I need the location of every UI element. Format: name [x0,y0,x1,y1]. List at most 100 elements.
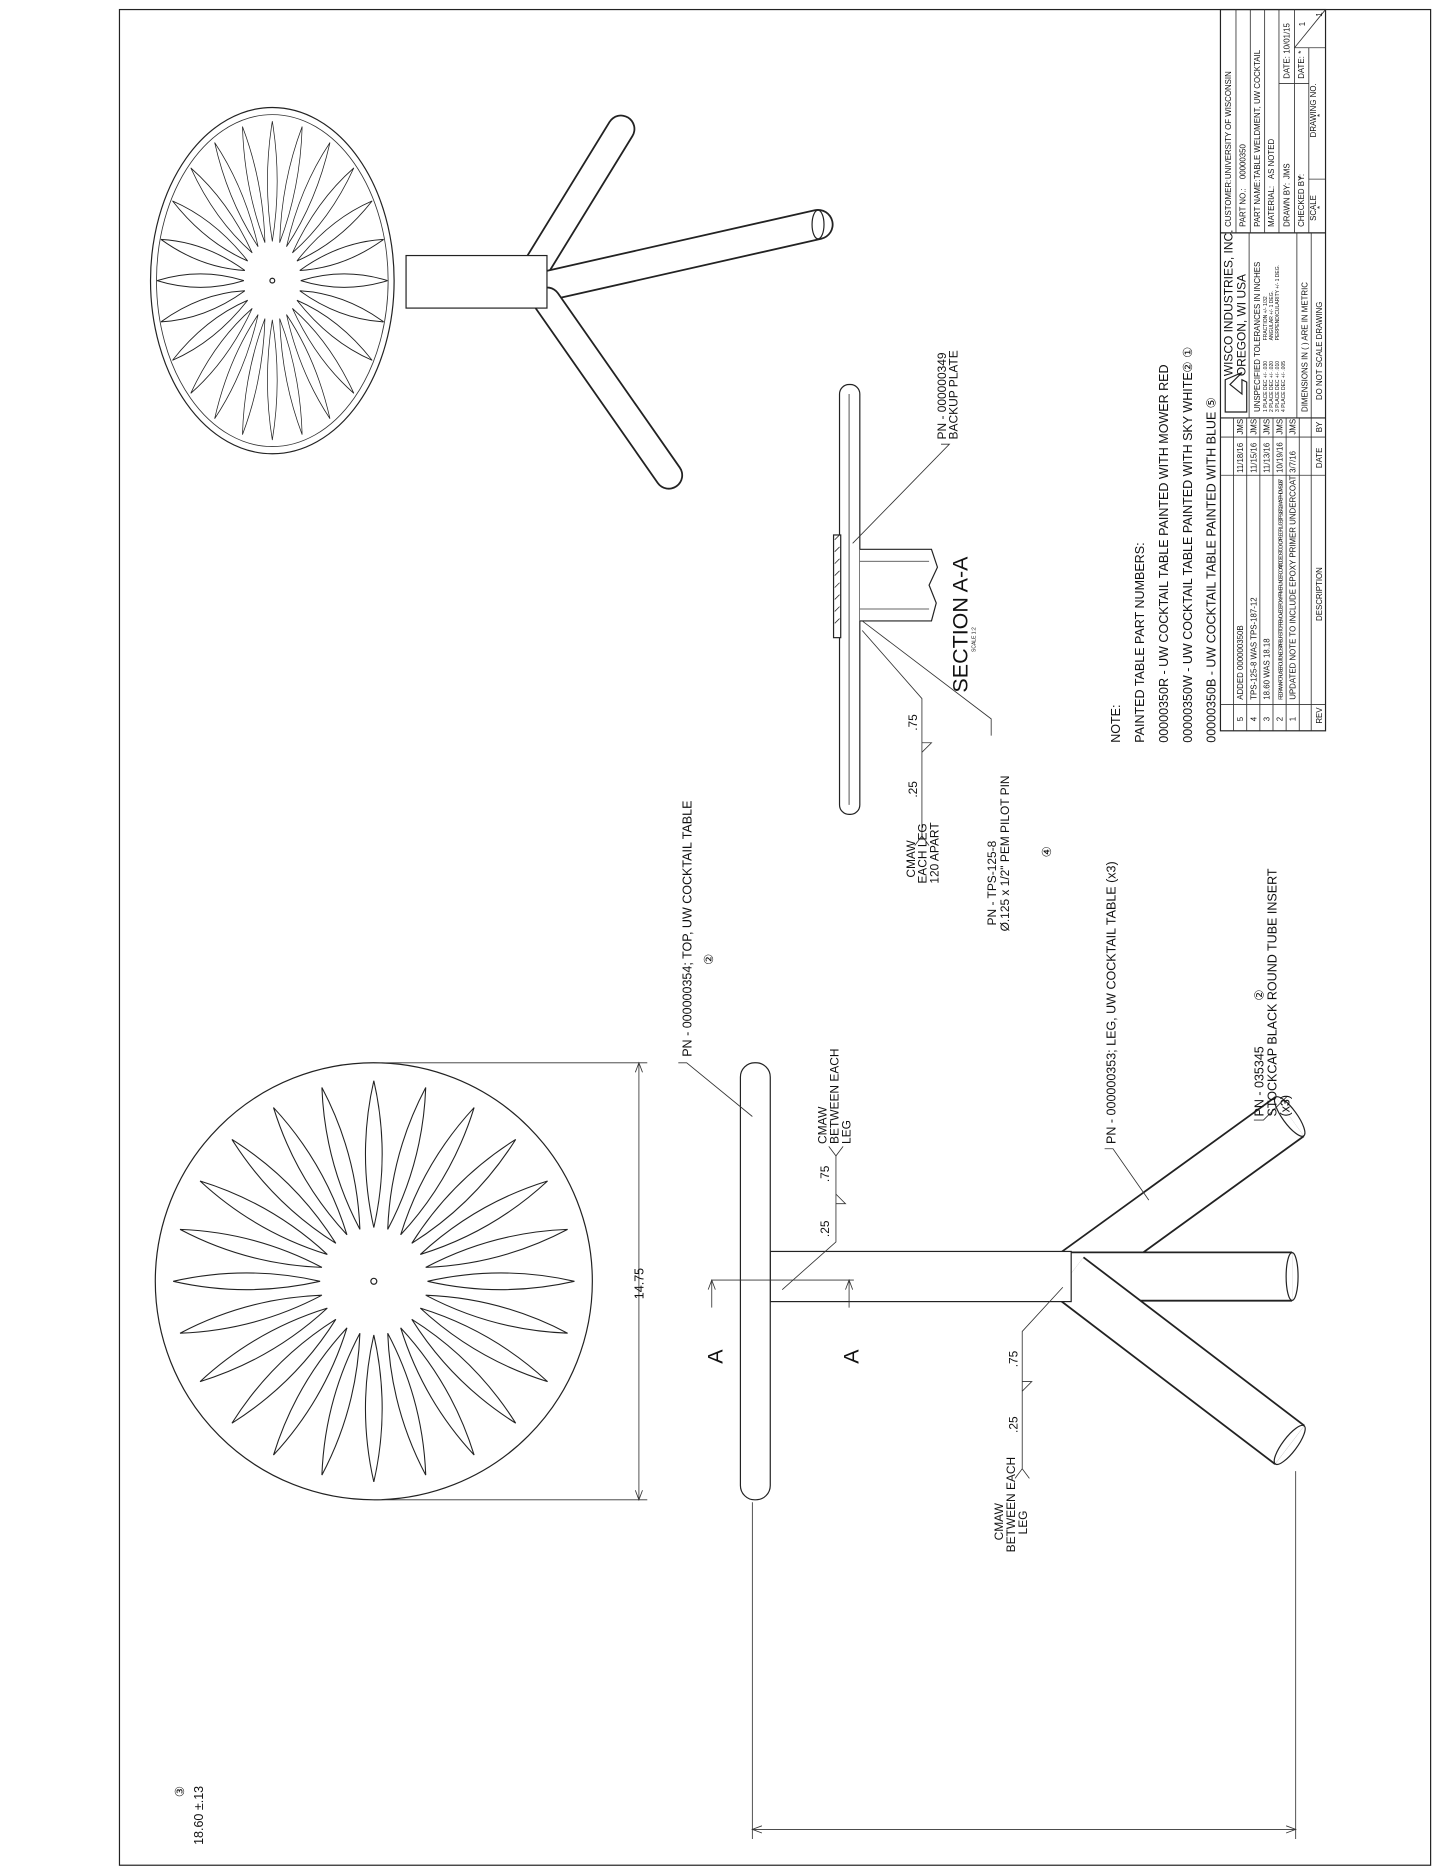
revision-number: 1 [1289,717,1298,721]
weld-top-process: LEG [839,1120,853,1144]
section-tabletop [838,383,861,815]
scale-note: DO NOT SCALE DRAWING [1315,302,1324,400]
leg-cap [1273,1096,1306,1137]
stockcap-label-line3: (x3) [1279,1095,1293,1117]
section-post [859,548,939,622]
note-balloons: ⑤ [1205,397,1219,408]
drawn-by-label: DRAWN BY: [1283,183,1292,227]
leg-cap [1285,1252,1299,1301]
petal-cutout [300,273,388,288]
weld-top-size: .25 [818,1220,832,1237]
material-label: MATERIAL: [1267,186,1276,227]
height-dimension: 18.60 ±.13 [192,1786,206,1845]
weld-top-process: CMAW [815,1106,829,1144]
weld-bottom-process: BETWEEN EACH [1004,1457,1018,1553]
weld-section-process: 120 APART [928,822,942,884]
drawn-date-value: 10/01/15 [1283,22,1292,53]
company-name: WISCO INDUSTRIES, INC. [1221,230,1235,377]
leg-cap [811,209,825,240]
revision-by: JMS [1289,419,1298,435]
section-marker: A [840,1349,864,1364]
weld-section-size: .25 [906,781,920,798]
info-block: CUSTOMER: UNIVERSITY OF WISCONSIN PART N… [1224,9,1326,233]
top-part-label: PN - 000000354; TOP, UW COCKTAIL TABLE [680,801,694,1057]
revision-number: 4 [1249,716,1258,721]
petal-cutout [279,318,303,435]
drawn-date-label: DATE: [1283,56,1292,79]
revision-by: JMS [1236,419,1245,435]
section-scale: SCALE 1:2 [972,627,978,652]
petal-cutout [387,1087,427,1230]
tolerance: 3 PLACE DEC +/- .010 [1275,361,1281,412]
petal-cutout [199,1307,328,1383]
stockcap-label-line1: PN - 035345 [1252,1046,1266,1116]
note-balloons: ② ① [1181,347,1195,373]
petal-cutout [272,1327,348,1456]
petal-cutout [321,1087,361,1230]
backup-plate-label: BACKUP PLATE [947,350,961,439]
note-line: 00000350R - UW COCKTAIL TABLE PAINTED WI… [1157,364,1171,742]
revision-number: 2 [1276,717,1285,721]
oblique-legs [405,114,834,490]
leg-part-label: PN - 000000353; LEG, UW COCKTAIL TABLE (… [1104,861,1118,1144]
center-post [769,1250,1072,1303]
section-title: SECTION A-A [948,556,972,693]
part-no-label: PART NO.: [1239,188,1248,227]
scale-label: SCALE [1309,195,1318,221]
petal-cutout [199,1180,328,1255]
tolerance: ANGULAR +/- 1 DEG. [1269,291,1275,340]
petal-cutout [160,290,246,323]
description-header: DESCRIPTION [1315,567,1324,621]
company-location: OREGON, WI USA [1235,274,1249,376]
notes-subheading: PAINTED TABLE PART NUMBERS: [1133,542,1147,742]
section-marker: A [704,1349,728,1364]
sheet-border [118,8,1432,1866]
revision-by: JMS [1276,419,1285,435]
petal-cutout [231,1318,337,1424]
wisco-logo [1224,372,1248,413]
tolerance: FRACTION +/- 1/32 [1263,296,1269,340]
revision-date: 3/7/16 [1289,450,1298,473]
revision-date: 11/13/16 [1262,442,1271,473]
revision-description: ADDED 000000350B [1236,625,1245,699]
plan-view: 14.75 [154,1061,648,1502]
drawing-no-label: DRAWING NO. [1309,83,1318,137]
note-line: 00000350W - UW COCKTAIL TABLE PAINTED WI… [1181,372,1195,742]
petal-cutout [172,299,248,361]
checked-date-value: * [1297,51,1306,54]
weld-top-length: .75 [818,1165,832,1182]
leg-cap [1273,1424,1306,1466]
petal-cutout [364,1080,383,1228]
petal-cutout [292,307,355,394]
petal-cutout [419,1307,548,1383]
petal-cutout [272,1107,348,1236]
tolerance: PERPENDICULARITY +/- 1 DEG. [1275,265,1281,340]
part-no-value: 00000350 [1239,143,1248,179]
sheet-number: 1 [1298,22,1307,26]
petal-cutout [172,200,248,262]
stockcap-label-line2: STOCKCAP BLACK ROUND TUBE INSERT [1266,868,1280,1116]
petal-cutout [400,1107,475,1236]
rev-header: REV [1315,707,1324,724]
petal-cutout [173,1272,321,1291]
revision-number: 3 [1262,716,1271,721]
petal-cutout [160,238,246,271]
petal-cutout [156,273,244,288]
petal-cutout [296,299,373,361]
weld-bottom-size: .25 [1006,1416,1020,1433]
petal-cutout [179,1228,323,1268]
revision-date: 11/18/16 [1236,442,1245,473]
date-header: DATE [1315,448,1324,468]
revision-date: 10/19/16 [1276,442,1285,473]
side-tabletop [739,1062,771,1501]
petal-cutout [242,126,266,243]
tolerance: 4 PLACE DEC +/- .005 [1281,361,1287,412]
pilot-pin-label: Ø.125 x 1/2" PEM PILOT PIN [998,775,1012,931]
tolerance: 1 PLACE DEC +/- .030 [1263,361,1269,412]
diameter-dimension: 14.75 [633,1268,647,1299]
revision-description: TPS-125-8 WAS TPS-187-12 [1249,597,1258,699]
checked-date-label: DATE: [1297,56,1306,79]
petal-cutout [190,307,253,394]
section-a-a-view: PN - 000000349 BACKUP PLATE PN - TPS-125… [832,350,1054,931]
